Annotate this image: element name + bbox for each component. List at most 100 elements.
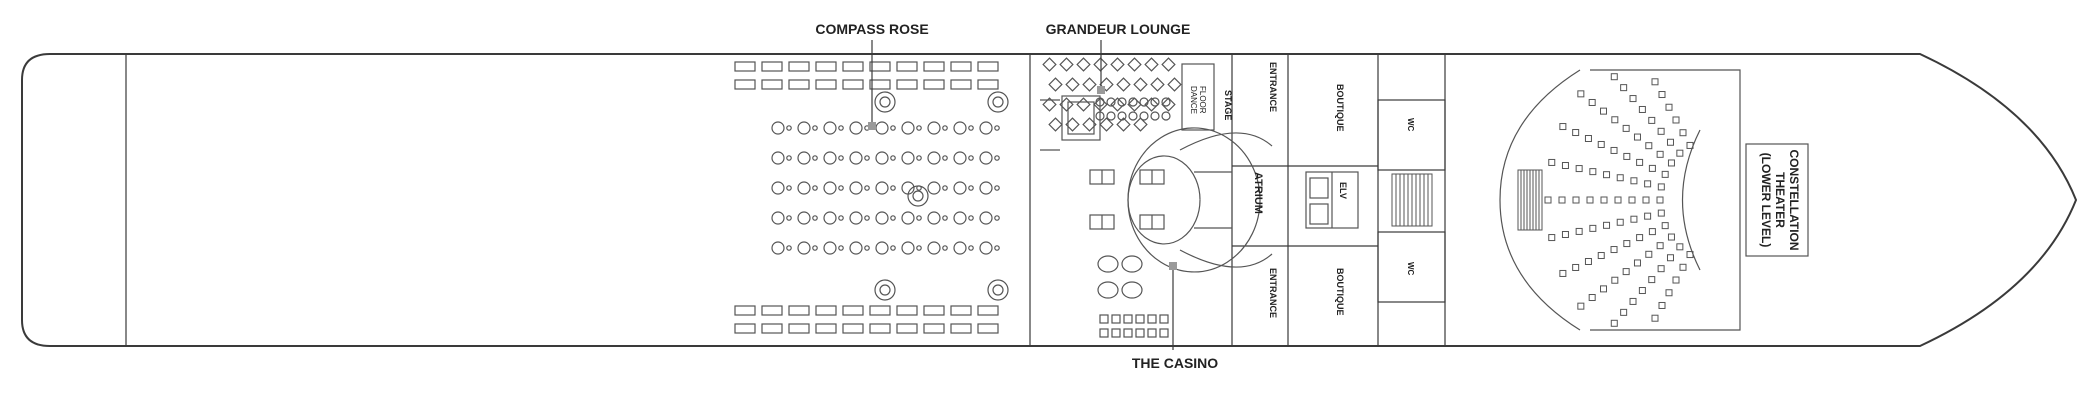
theater-seat <box>1575 165 1583 173</box>
lounge-chair <box>1167 77 1182 92</box>
theater-seat <box>1651 78 1659 86</box>
chair <box>994 125 1000 131</box>
dining-table-round <box>797 211 811 225</box>
theater-seat <box>1657 209 1665 217</box>
lounge-chair <box>1048 77 1063 92</box>
chair <box>890 155 896 161</box>
lounge-chair <box>1099 117 1114 132</box>
chair <box>864 215 870 221</box>
theater-seat <box>1588 98 1596 106</box>
lounge-seat <box>1095 97 1105 107</box>
slot-machine <box>1111 328 1121 338</box>
theater-seat <box>1620 308 1628 316</box>
theater-seat <box>1561 230 1569 238</box>
theater-seat <box>1645 142 1653 150</box>
lounge-chair <box>1059 97 1074 112</box>
theater-seat <box>1610 319 1618 327</box>
lounge-seat <box>1106 111 1116 121</box>
dining-table <box>761 323 783 334</box>
label-elv: ELV <box>1338 182 1348 199</box>
chair <box>890 215 896 221</box>
chair <box>890 185 896 191</box>
casino-game-table <box>1097 281 1119 299</box>
round-table-large <box>907 185 929 207</box>
theater-seat <box>1672 276 1680 284</box>
dining-table <box>761 305 783 316</box>
leader-lines <box>871 40 1174 350</box>
dining-table <box>734 323 756 334</box>
dining-table-round <box>875 151 889 165</box>
lounge-seat <box>1117 97 1127 107</box>
theater-seat <box>1676 243 1684 251</box>
dining-table <box>923 305 945 316</box>
theater-seat <box>1656 196 1664 204</box>
elevator-bank <box>1305 171 1359 229</box>
dining-table-round <box>771 241 785 255</box>
chair <box>786 185 792 191</box>
chair <box>786 215 792 221</box>
dining-table <box>815 323 837 334</box>
label-theater-line2: THEATER <box>1773 172 1787 228</box>
dining-table-round <box>901 121 915 135</box>
lounge-chair <box>1042 97 1057 112</box>
chair <box>968 125 974 131</box>
dining-table <box>815 61 837 72</box>
dining-table-round <box>901 241 915 255</box>
lounge-chair <box>1150 77 1165 92</box>
dining-table-round <box>927 211 941 225</box>
lounge-chair <box>1133 77 1148 92</box>
compass-rose-seating <box>734 61 1009 334</box>
dining-table <box>923 79 945 90</box>
lounge-chair <box>1082 117 1097 132</box>
lounge-chair <box>1144 57 1159 72</box>
casino-game-table <box>1121 281 1143 299</box>
dining-table <box>950 323 972 334</box>
label-wc-bottom: WC <box>1406 262 1415 276</box>
label-compass-rose: COMPASS ROSE <box>815 21 928 37</box>
round-table-large <box>987 279 1009 301</box>
theater-seat <box>1600 107 1608 115</box>
dining-table <box>977 323 999 334</box>
lounge-chair <box>1161 57 1176 72</box>
slot-machine <box>1135 328 1145 338</box>
theater-seat <box>1657 183 1665 191</box>
theater-seat <box>1544 196 1552 204</box>
chair <box>812 215 818 221</box>
dining-table <box>788 305 810 316</box>
theater-seat <box>1665 103 1673 111</box>
grandeur-lounge-area <box>1040 63 1215 151</box>
theater-seat <box>1616 218 1624 226</box>
dining-table-round <box>953 241 967 255</box>
theater-seat <box>1575 227 1583 235</box>
theater-seat <box>1586 196 1594 204</box>
dining-table-round <box>849 181 863 195</box>
dining-table-round <box>979 121 993 135</box>
dining-table <box>788 323 810 334</box>
theater-seat <box>1648 164 1656 172</box>
theater-seat <box>1686 141 1694 149</box>
chair <box>994 185 1000 191</box>
theater-seat <box>1648 276 1656 284</box>
chair <box>968 155 974 161</box>
dining-table-round <box>771 181 785 195</box>
theater-seat <box>1633 133 1641 141</box>
lounge-chair <box>1127 97 1142 112</box>
theater-seat <box>1577 302 1585 310</box>
dining-table-round <box>797 151 811 165</box>
slot-machine <box>1123 328 1133 338</box>
round-table-large <box>874 91 896 113</box>
round-table-large <box>987 91 1009 113</box>
label-dance-floor-1: DANCE <box>1189 86 1198 114</box>
dining-table <box>842 61 864 72</box>
theater-seat <box>1611 116 1619 124</box>
lounge-chair <box>1076 97 1091 112</box>
chair <box>812 155 818 161</box>
dining-table-round <box>927 121 941 135</box>
theater-seat <box>1657 127 1665 135</box>
dining-table <box>815 305 837 316</box>
dining-table <box>842 323 864 334</box>
lounge-seat <box>1139 111 1149 121</box>
chair <box>864 155 870 161</box>
dining-table <box>761 61 783 72</box>
